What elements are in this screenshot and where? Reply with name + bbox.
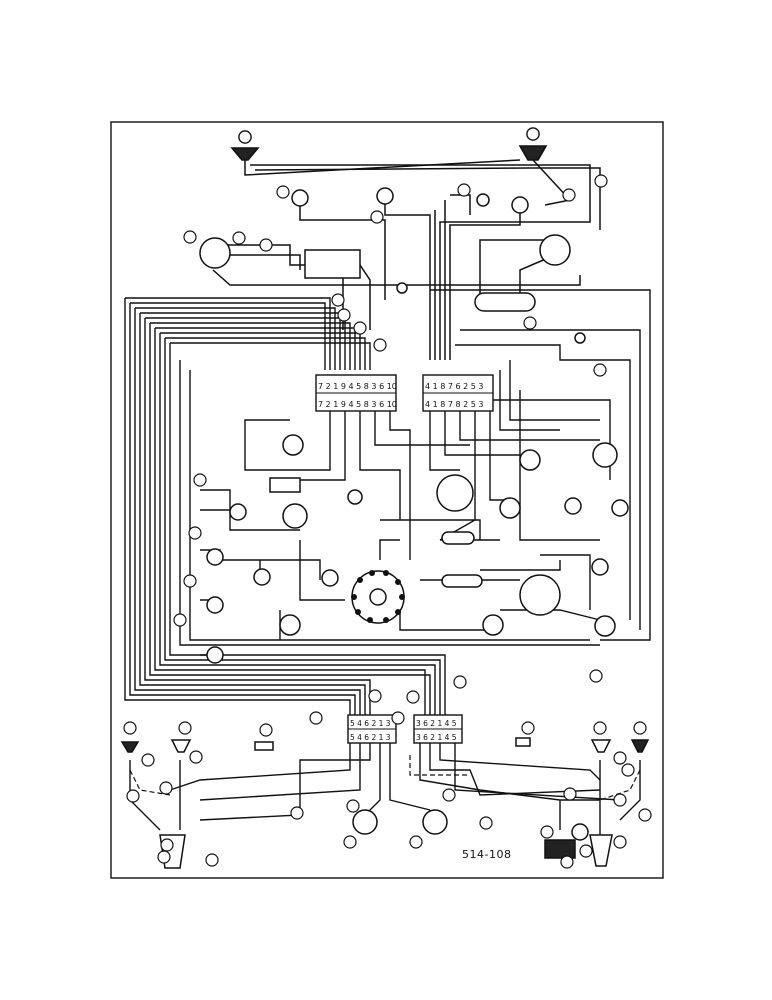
connector-upper-right-row2: 4 1 8 7 8 2 5 3 — [425, 400, 484, 409]
left-bundle — [124, 297, 600, 715]
figure-id: 514-108 — [462, 848, 512, 861]
connector-lower-right-row2: 3 6 2 1 4 5 — [416, 733, 457, 742]
right-bundle — [430, 289, 651, 641]
connector-lower-left-row2: 5 4 6 2 1 3 — [350, 733, 391, 742]
connector-block-lower-right: 3 6 2 1 4 5 3 6 2 1 4 5 — [413, 714, 463, 744]
lower-dashed-wiring — [129, 755, 641, 801]
middle-wiring — [200, 411, 601, 656]
connector-upper-left-row2: 7 2 1 9 4 5 8 3 6 10 — [318, 400, 397, 409]
diagram-border — [110, 121, 664, 879]
wire-number-balloons — [123, 127, 652, 869]
connector-block-upper-left: 7 2 1 9 4 5 8 3 6 10 7 2 1 9 4 5 8 3 6 1… — [315, 374, 397, 412]
connector-lower-right-row1: 3 6 2 1 4 5 — [416, 719, 457, 728]
connector-upper-right-row1: 4 1 8 7 6 2 5 3 — [425, 382, 484, 391]
components-middle — [199, 187, 629, 664]
connector-lower-left-row1: 5 4 6 2 1 3 — [350, 719, 391, 728]
connector-block-upper-right: 4 1 8 7 6 2 5 3 4 1 8 7 8 2 5 3 — [422, 374, 494, 412]
lower-wiring — [129, 743, 641, 840]
connector-upper-left-row1: 7 2 1 9 4 5 8 3 6 10 — [318, 382, 397, 391]
distributor-pins — [351, 570, 405, 623]
connector-block-lower-left: 5 4 6 2 1 3 5 4 6 2 1 3 — [347, 714, 397, 744]
